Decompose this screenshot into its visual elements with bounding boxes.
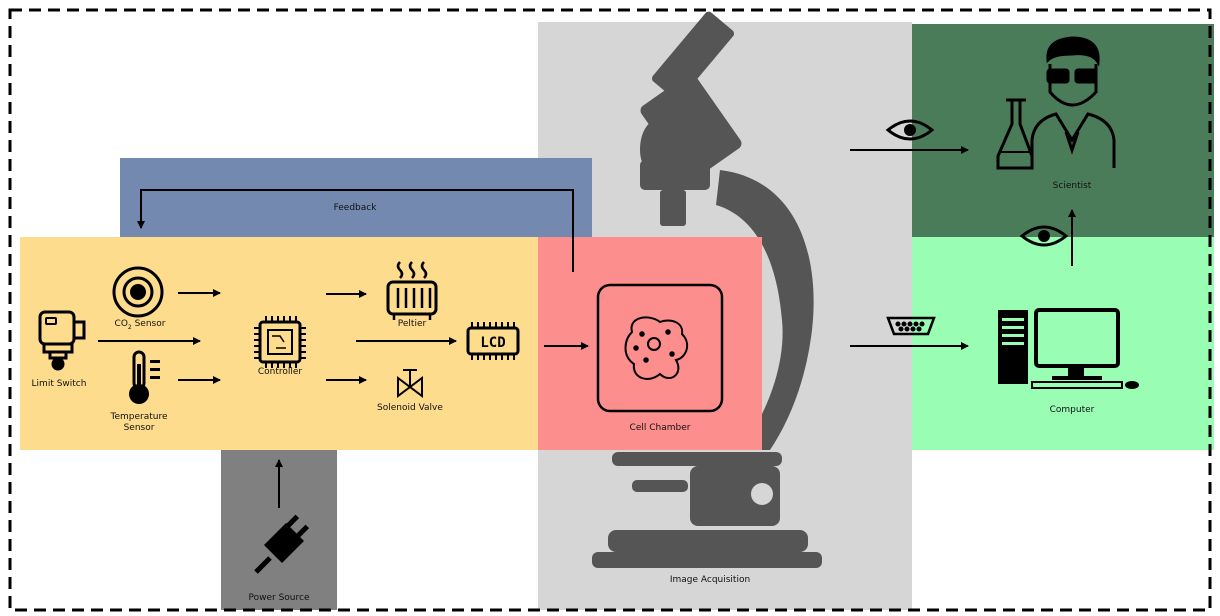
microchip-icon	[254, 316, 306, 368]
scientist-label: Scientist	[1052, 181, 1092, 191]
lcd-display-icon: LCD	[466, 322, 520, 360]
computer-icon	[998, 308, 1139, 389]
cell-icon	[596, 283, 724, 413]
thermometer-icon	[129, 350, 160, 404]
microscope-icon	[592, 11, 822, 568]
co2-label-rest: Sensor	[131, 319, 166, 329]
system-region	[20, 237, 540, 450]
scientist-icon	[996, 36, 1116, 170]
peltier-label: Peltier	[397, 319, 427, 329]
serial-port-icon	[886, 316, 936, 336]
scientist-region	[912, 24, 1214, 237]
cell-chamber-region	[538, 237, 762, 450]
image-acquisition-label: Image Acquisition	[669, 575, 751, 585]
solenoid-valve-label: Solenoid Valve	[377, 403, 443, 413]
outer-border	[8, 8, 1212, 612]
temperature-sensor-label-line1: Temperature	[110, 412, 168, 422]
svg-text:LCD: LCD	[480, 335, 505, 351]
co2-sensor-label: CO2 Sensor	[100, 318, 180, 334]
limit-switch-icon	[38, 310, 86, 371]
computer-label: Computer	[1049, 405, 1095, 415]
co2-label-sub: 2	[127, 323, 132, 331]
power-source-label: Power Source	[248, 593, 310, 603]
feedback-arrow	[137, 189, 574, 272]
heater-icon	[386, 261, 438, 320]
flow-arrows	[98, 146, 1076, 508]
valve-icon	[397, 369, 423, 398]
co2-sensor-icon	[112, 266, 164, 318]
cell-chamber-label: Cell Chamber	[629, 423, 691, 433]
controller-label: Controller	[257, 367, 303, 377]
limit-switch-label: Limit Switch	[31, 379, 87, 389]
plug-icon	[254, 514, 310, 574]
co2-label-main: CO	[114, 319, 128, 329]
eye-icon	[1019, 225, 1069, 247]
microscope-knob	[751, 483, 773, 505]
temperature-sensor-label-line2: Sensor	[123, 423, 155, 433]
eye-icon	[885, 119, 935, 141]
computer-region	[912, 237, 1214, 450]
feedback-region	[120, 158, 592, 240]
feedback-label: Feedback	[333, 203, 377, 213]
